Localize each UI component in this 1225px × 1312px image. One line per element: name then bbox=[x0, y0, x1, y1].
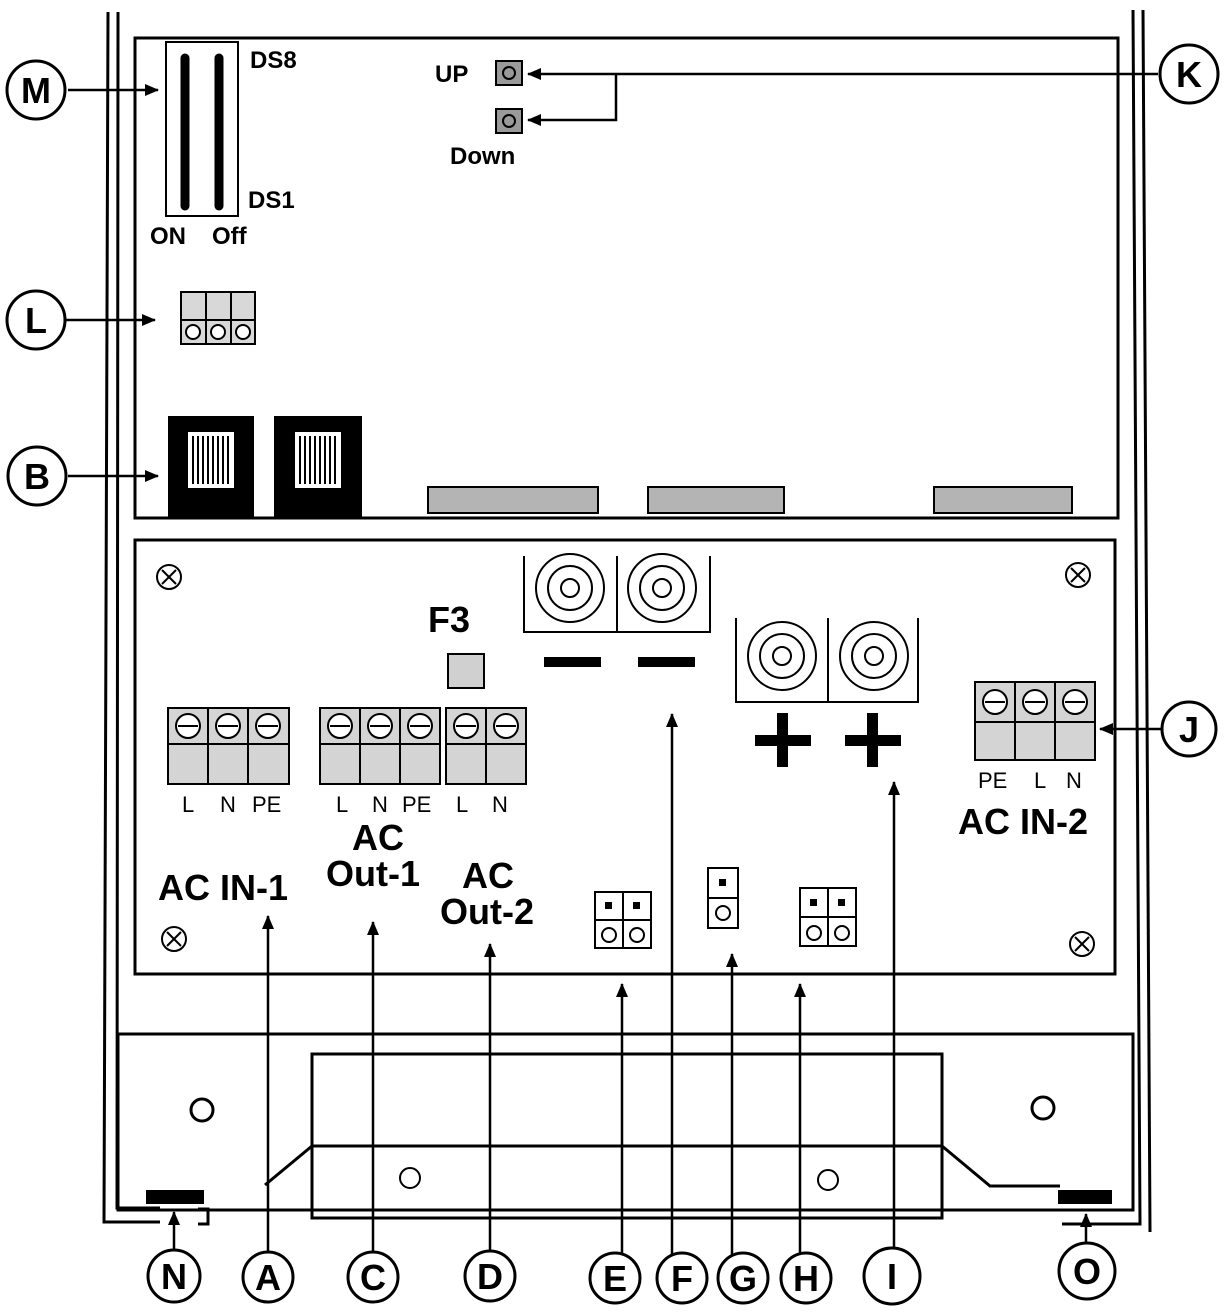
callout-f: F bbox=[655, 1251, 709, 1305]
svg-text:N: N bbox=[161, 1256, 187, 1297]
svg-text:O: O bbox=[1073, 1251, 1101, 1292]
dc-positive-terminals[interactable] bbox=[735, 618, 919, 703]
svg-text:M: M bbox=[21, 70, 51, 111]
callout-n: N bbox=[146, 1248, 202, 1304]
dc-negative-terminals[interactable] bbox=[523, 553, 711, 633]
svg-text:B: B bbox=[24, 456, 50, 497]
svg-text:E: E bbox=[603, 1258, 627, 1299]
mount-hole-left bbox=[189, 1097, 215, 1123]
ac-in-2-term-l: L bbox=[1034, 768, 1046, 793]
terminal-ac-in-2[interactable] bbox=[974, 681, 1096, 761]
bracket-hole-left bbox=[399, 1167, 421, 1189]
ac-in-1-term-pe: PE bbox=[252, 792, 281, 817]
connector-g[interactable] bbox=[707, 867, 739, 929]
fuse-label: F3 bbox=[428, 599, 470, 640]
svg-text:K: K bbox=[1176, 54, 1202, 95]
callout-d: D bbox=[463, 1249, 517, 1303]
bracket-hole-right bbox=[817, 1169, 839, 1191]
ac-out-1-label-line2: Out-1 bbox=[326, 853, 420, 894]
svg-text:I: I bbox=[887, 1256, 897, 1297]
terminal-ac-out-1[interactable] bbox=[319, 707, 441, 785]
dip-on-label: ON bbox=[150, 223, 186, 250]
ac-in-1-term-l: L bbox=[182, 792, 194, 817]
dc-positive-sign-1 bbox=[755, 713, 811, 767]
svg-text:D: D bbox=[477, 1256, 503, 1297]
housing-outline bbox=[102, 9, 1152, 1233]
board-screw-top-left bbox=[156, 564, 182, 590]
power-board bbox=[133, 538, 1117, 976]
board-screw-bottom-right bbox=[1069, 931, 1095, 957]
terminal-block-l[interactable] bbox=[180, 291, 256, 345]
callout-c: C bbox=[346, 1250, 400, 1304]
callout-o: O bbox=[1057, 1241, 1117, 1301]
ac-in-1-label: AC IN-1 bbox=[158, 867, 288, 908]
svg-text:G: G bbox=[729, 1258, 757, 1299]
ac-out-1-term-n: N bbox=[372, 792, 388, 817]
rj45-port-1[interactable] bbox=[168, 416, 254, 518]
callout-g: G bbox=[716, 1251, 770, 1305]
svg-text:H: H bbox=[793, 1258, 819, 1299]
callout-j: J bbox=[1160, 700, 1218, 758]
board-screw-top-right bbox=[1065, 562, 1091, 588]
down-button[interactable] bbox=[495, 108, 523, 134]
leader-lines bbox=[66, 68, 1162, 1255]
ac-out-2-label-line1: AC bbox=[462, 855, 514, 896]
ac-in-2-term-n: N bbox=[1066, 768, 1082, 793]
dc-positive-sign-2 bbox=[845, 713, 901, 767]
ac-out-1-term-pe: PE bbox=[402, 792, 431, 817]
up-button[interactable] bbox=[495, 60, 523, 86]
foot-left bbox=[146, 1190, 204, 1204]
callout-b: B bbox=[6, 445, 68, 507]
callout-k: K bbox=[1158, 43, 1220, 105]
rj45-port-2[interactable] bbox=[274, 416, 362, 518]
ac-out-1-label-line1: AC bbox=[352, 817, 404, 858]
ac-out-2-term-n: N bbox=[492, 792, 508, 817]
ac-out-2-label-line2: Out-2 bbox=[440, 891, 534, 932]
dip-bottom-label: DS1 bbox=[248, 187, 295, 214]
connector-strip-3 bbox=[933, 486, 1073, 514]
dip-off-label: Off bbox=[212, 223, 248, 250]
control-board bbox=[133, 36, 1120, 520]
terminal-ac-out-2[interactable] bbox=[445, 707, 527, 785]
dip-top-label: DS8 bbox=[250, 47, 297, 74]
callout-e: E bbox=[588, 1251, 642, 1305]
connector-strip-1 bbox=[427, 486, 599, 514]
up-label: UP bbox=[435, 61, 468, 88]
callout-m: M bbox=[5, 59, 67, 121]
svg-text:C: C bbox=[360, 1257, 386, 1298]
fuse-f3 bbox=[447, 653, 485, 689]
ac-out-1-term-l: L bbox=[336, 792, 348, 817]
ac-out-2-term-l: L bbox=[456, 792, 468, 817]
svg-text:J: J bbox=[1179, 709, 1199, 750]
board-screw-bottom-left bbox=[161, 926, 187, 952]
connector-strip-2 bbox=[647, 486, 785, 514]
callout-i: I bbox=[862, 1246, 922, 1306]
svg-text:A: A bbox=[255, 1257, 281, 1298]
dc-negative-sign-2 bbox=[638, 657, 695, 667]
mount-hole-right bbox=[1030, 1095, 1056, 1121]
down-label: Down bbox=[450, 143, 515, 170]
ac-in-1-term-n: N bbox=[220, 792, 236, 817]
foot-right bbox=[1058, 1190, 1112, 1204]
ac-in-2-term-pe: PE bbox=[978, 768, 1007, 793]
callout-a: A bbox=[241, 1250, 295, 1304]
callout-l: L bbox=[5, 289, 67, 351]
callout-h: H bbox=[779, 1251, 833, 1305]
terminal-ac-in-1[interactable] bbox=[167, 707, 290, 785]
dip-switch[interactable] bbox=[165, 41, 239, 217]
connector-h[interactable] bbox=[799, 887, 857, 947]
svg-text:F: F bbox=[671, 1258, 693, 1299]
svg-text:L: L bbox=[25, 300, 47, 341]
connector-e[interactable] bbox=[594, 891, 652, 949]
dc-negative-sign-1 bbox=[544, 657, 601, 667]
ac-in-2-label: AC IN-2 bbox=[958, 801, 1088, 842]
